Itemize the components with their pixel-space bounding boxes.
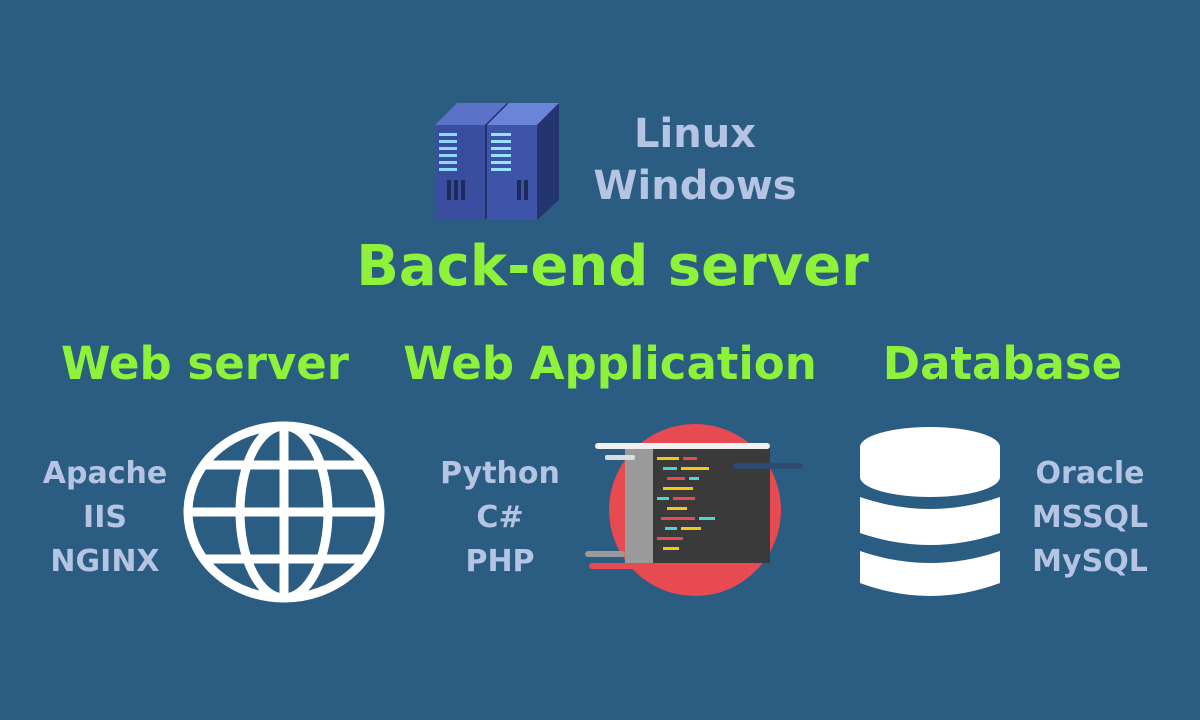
list-item: PHP — [465, 544, 535, 579]
globe-icon — [183, 421, 385, 603]
database-title: Database — [882, 337, 1123, 390]
code-editor-icon — [585, 424, 803, 596]
list-item: MSSQL — [1031, 500, 1149, 535]
list-item: MySQL — [1032, 544, 1148, 579]
os-list: Linux Windows — [560, 108, 830, 212]
list-item: IIS — [83, 500, 127, 535]
list-item: Python — [440, 456, 560, 491]
web-application-title: Web Application — [403, 337, 817, 390]
list-item: Oracle — [1035, 456, 1145, 491]
database-list: Oracle MSSQL MySQL — [1015, 452, 1165, 584]
web-application-list: Python C# PHP — [425, 452, 575, 584]
database-icon — [860, 427, 1000, 596]
diagram-title: Back-end server — [356, 234, 869, 299]
list-item: NGINX — [50, 544, 160, 579]
web-server-list: Apache IIS NGINX — [30, 452, 180, 584]
list-item: Apache — [42, 456, 168, 491]
os-linux: Linux — [634, 111, 756, 157]
os-windows: Windows — [593, 163, 797, 209]
server-rack-icon — [435, 103, 559, 220]
web-server-title: Web server — [61, 337, 349, 390]
list-item: C# — [476, 500, 524, 535]
